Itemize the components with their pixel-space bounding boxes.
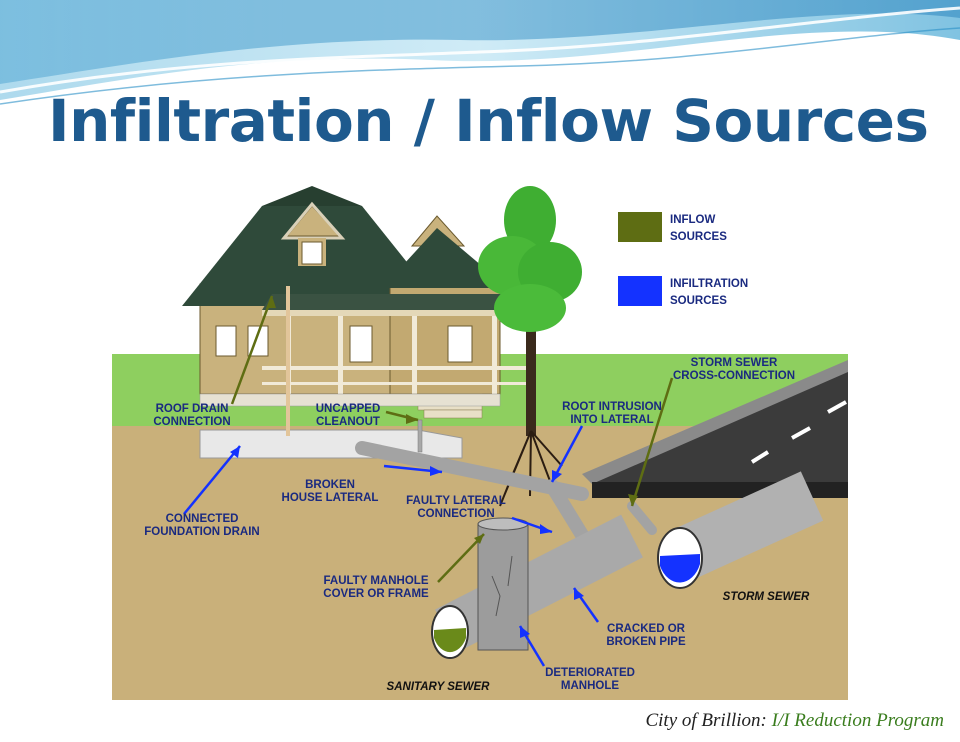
legend-inflow-swatch [618,212,662,242]
arrowheads [230,296,638,638]
footer-program: I/I Reduction Program [771,710,944,731]
label-connected-foundation-2: FOUNDATION DRAIN [144,526,259,538]
label-root-intrusion-1: ROOT INTRUSION [562,401,662,413]
legend: INFLOW SOURCES INFILTRATION SOURCES [618,212,748,307]
label-faulty-manhole-1: FAULTY MANHOLE [324,575,429,587]
arrow-faulty-manhole [437,533,485,583]
label-deteriorated-manhole-2: MANHOLE [561,680,619,692]
label-uncapped-cleanout-2: CLEANOUT [316,416,380,428]
label-root-intrusion-2: INTO LATERAL [570,414,653,426]
footer-city: City of Brillion: [645,710,767,731]
label-faulty-lateral-1: FAULTY LATERAL [406,495,506,507]
sanitary-sewer-pipe [431,514,643,659]
label-faulty-lateral-2: CONNECTION [417,508,494,520]
label-faulty-manhole-2: COVER OR FRAME [323,588,429,600]
label-cracked-pipe-2: BROKEN PIPE [606,636,686,648]
arrow-storm-cross [630,377,674,507]
label-broken-lateral-1: BROKEN [305,479,355,491]
arrow-connected-foundation [183,445,241,515]
label-uncapped-cleanout-1: UNCAPPED [316,403,381,415]
arrow-roof-drain [230,295,274,405]
legend-infiltration-label: INFILTRATION [670,278,748,290]
label-sanitary-sewer: SANITARY SEWER [387,681,491,693]
footer: City of Brillion: I/I Reduction Program [645,710,944,732]
storm-sewer-pipe [627,471,824,589]
label-roof-drain-1: ROOF DRAIN [156,403,229,415]
label-deteriorated-manhole-1: DETERIORATED [545,667,635,679]
label-storm-cross-2: CROSS-CONNECTION [673,370,795,382]
label-connected-foundation-1: CONNECTED [166,513,239,525]
diagram-labels: ROOF DRAIN CONNECTION UNCAPPED CLEANOUT … [144,357,810,693]
label-cracked-pipe-1: CRACKED OR [607,623,686,635]
label-storm-cross-1: STORM SEWER [691,357,778,369]
cleanout-pipe [417,419,423,453]
header-wave-decoration [0,0,960,105]
legend-inflow-label: INFLOW [670,214,715,226]
legend-inflow-label-2: SOURCES [670,231,727,243]
infiltration-inflow-diagram: INFLOW SOURCES INFILTRATION SOURCES ROOF… [112,176,848,700]
label-broken-lateral-2: HOUSE LATERAL [282,492,379,504]
legend-infiltration-swatch [618,276,662,306]
label-storm-sewer: STORM SEWER [723,591,810,603]
page-title: Infiltration / Inflow Sources [48,87,929,155]
house-illustration [182,186,532,436]
legend-infiltration-label-2: SOURCES [670,295,727,307]
tree-illustration [478,186,582,507]
label-roof-drain-2: CONNECTION [153,416,230,428]
